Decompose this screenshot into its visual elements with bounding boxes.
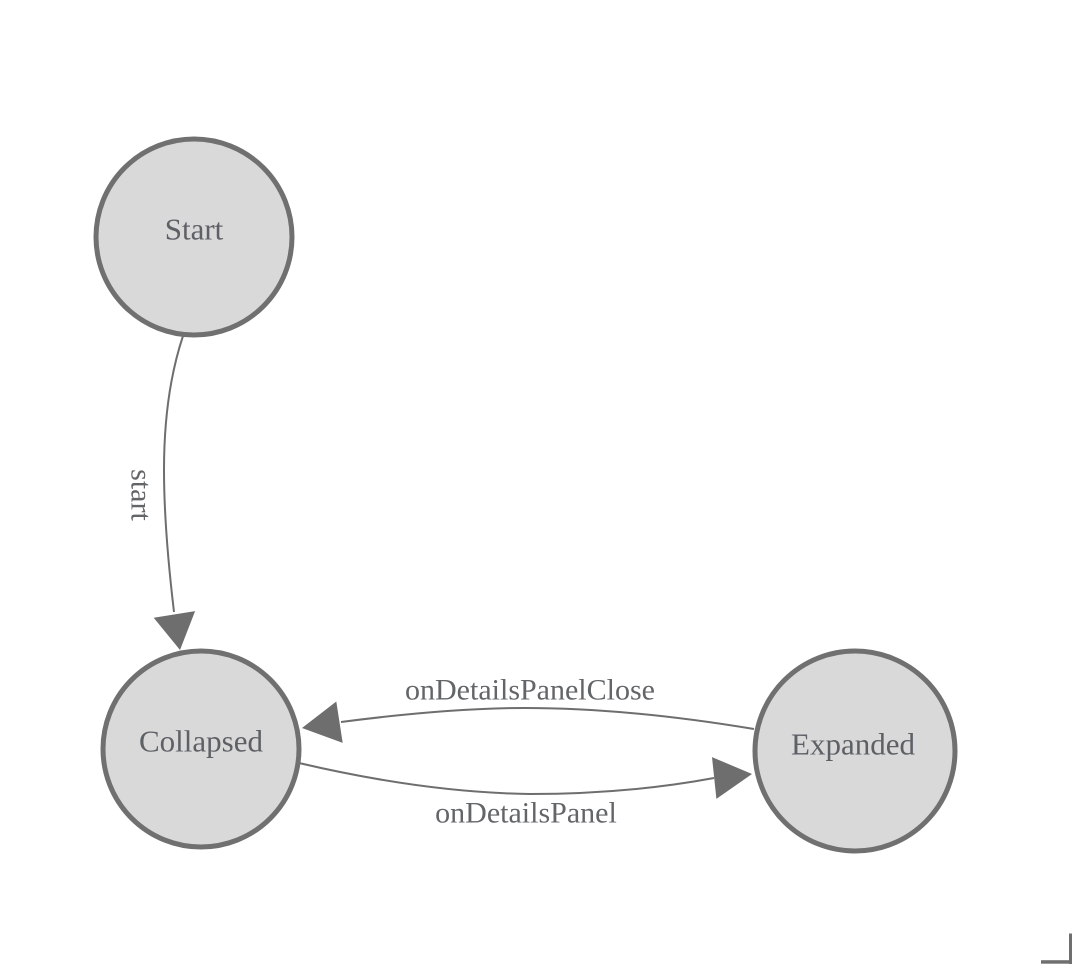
transition-edge-ondetailspanel: onDetailsPanel xyxy=(298,757,752,830)
transition-edge-ondetailspanelclose: onDetailsPanelClose xyxy=(302,674,755,743)
arrowhead-start-to-collapsed-icon xyxy=(153,611,196,650)
transition-line-ondetailspanel xyxy=(298,762,715,796)
state-node-collapsed-circle[interactable] xyxy=(100,648,302,850)
state-node-start-circle[interactable] xyxy=(93,136,295,338)
transition-label-ondetailspanelclose[interactable]: onDetailsPanelClose xyxy=(405,674,655,707)
arrowhead-expanded-to-collapsed-icon xyxy=(302,701,343,743)
state-node-start[interactable]: Start xyxy=(93,136,295,338)
canvas-corner-mark xyxy=(1041,933,1072,964)
transition-edge-start: start xyxy=(125,335,196,650)
transition-label-start[interactable]: start xyxy=(125,469,158,521)
state-node-expanded[interactable]: Expanded xyxy=(752,648,958,854)
state-node-expanded-circle[interactable] xyxy=(752,648,958,854)
corner-mark-vertical-bar xyxy=(1069,933,1072,964)
state-node-collapsed[interactable]: Collapsed xyxy=(100,648,302,850)
transition-line-ondetailspanelclose xyxy=(340,706,755,730)
transition-label-ondetailspanel[interactable]: onDetailsPanel xyxy=(435,797,617,830)
arrowhead-collapsed-to-expanded-icon xyxy=(712,757,752,799)
corner-mark-horizontal-bar xyxy=(1041,960,1072,964)
transition-line-start xyxy=(162,335,184,613)
